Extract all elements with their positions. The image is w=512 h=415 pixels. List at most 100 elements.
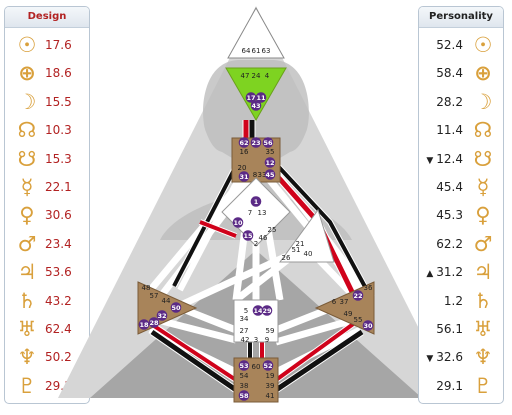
personality-row-north-node: ☊ 11.4: [419, 118, 503, 142]
design-row-moon: ☽ 15.5: [5, 90, 89, 114]
gate-label: 61: [252, 47, 261, 55]
down-arrow-icon: ▼: [426, 354, 434, 365]
gate-badge-label: 45: [265, 171, 275, 179]
personality-value: 56.1: [419, 321, 463, 337]
personality-value-text: 11.4: [436, 123, 463, 138]
design-value: 43.2: [45, 293, 72, 309]
gate-label: 21: [296, 240, 305, 248]
gate-label: 64: [242, 47, 251, 55]
gate-badge: [238, 390, 250, 401]
design-value: 22.1: [45, 179, 72, 195]
design-row-uranus: ♅62.4: [5, 317, 89, 341]
channel-18-58: [150, 329, 238, 393]
gate-badge-label: 1: [254, 198, 259, 206]
design-row-sun: ☉17.6: [5, 33, 89, 57]
personality-row-earth: ⊕58.4: [419, 61, 503, 85]
personality-value: 29.1: [419, 378, 463, 394]
personality-row-south-node: ☋▼12.4: [419, 147, 503, 171]
personality-value-text: 28.2: [436, 94, 463, 109]
moon-icon: ☽: [17, 89, 37, 114]
gate-badge: [250, 137, 262, 148]
design-value-text: 62.4: [45, 322, 72, 336]
personality-value: 11.4: [419, 122, 463, 138]
gate-badge: [238, 171, 250, 182]
gate-label: 6: [332, 298, 337, 306]
design-value: 53.6: [45, 264, 72, 280]
gate-badge-label: 29: [262, 307, 272, 315]
gate-label: 59: [266, 327, 275, 335]
gate-badge-label: 53: [239, 362, 248, 370]
gate-label: 46: [259, 234, 268, 242]
neptune-icon: ♆: [473, 345, 493, 370]
design-row-earth: ⊕18.6: [5, 61, 89, 85]
gate-label: 51: [292, 246, 301, 254]
saturn-icon: ♄: [17, 288, 37, 313]
personality-value: 45.3: [419, 207, 463, 223]
design-value-text: 22.1: [45, 180, 72, 194]
design-value-text: 15.3: [45, 151, 72, 166]
north-node-icon: ☊: [473, 118, 493, 143]
gate-badge-label: 56: [263, 139, 273, 147]
design-value: 30.6: [45, 207, 72, 223]
gate-badge-label: 31: [239, 173, 249, 181]
personality-row-jupiter: ♃▲31.2: [419, 260, 503, 284]
gate-label: 38: [240, 382, 249, 390]
personality-panel: Personality ☉52.4⊕58.4☽28.2☊11.4☋▼12.4☿4…: [418, 6, 504, 404]
design-row-north-node: ☊10.3: [5, 118, 89, 142]
personality-row-pluto: ♇ 29.1: [419, 374, 503, 398]
gate-label: 55: [354, 316, 363, 324]
gate-badge: [138, 319, 150, 330]
personality-row-mercury: ☿45.4: [419, 175, 503, 199]
personality-value-text: 1.2: [443, 293, 463, 308]
heart-center: [279, 208, 335, 263]
gate-label: 20: [238, 164, 247, 172]
north-node-icon: ☊: [17, 118, 37, 143]
gate-label: 3: [254, 336, 258, 344]
saturn-icon: ♄: [473, 288, 493, 313]
design-value: 62.4: [45, 321, 72, 337]
design-value: 50.2: [45, 349, 72, 365]
down-arrow-icon: ▼: [426, 155, 434, 166]
personality-value: 45.4: [419, 179, 463, 195]
earth-icon: ⊕: [18, 61, 36, 86]
personality-value-text: 45.4: [436, 180, 463, 194]
design-value-text: 53.6: [45, 265, 72, 280]
gate-badge: [264, 169, 276, 180]
south-node-icon: ☋: [17, 146, 37, 171]
pluto-icon: ♇: [473, 373, 493, 398]
personality-value-text: 31.2: [436, 265, 463, 280]
gate-label: 48: [142, 284, 151, 292]
gate-label: 2: [254, 240, 258, 248]
design-row-saturn: ♄ 43.2: [5, 289, 89, 313]
channel-28-38: [146, 320, 238, 382]
personality-value-text: 29.1: [436, 378, 463, 393]
gate-badge: [238, 137, 250, 148]
personality-value: ▼12.4: [419, 151, 463, 169]
gate-label: 37: [340, 298, 349, 306]
personality-value-text: 62.2: [436, 236, 463, 251]
g-center: [221, 177, 291, 247]
gate-badge: [250, 100, 262, 111]
gate-label: 33: [258, 171, 267, 179]
undefined-channel-7: [275, 315, 361, 345]
gate-badge: [261, 305, 273, 316]
gate-badge: [238, 360, 250, 371]
design-value-text: 50.2: [45, 350, 72, 365]
personality-row-mars: ♂62.2: [419, 232, 503, 256]
gate-badge: [148, 317, 160, 328]
gate-badge-label: 23: [251, 139, 260, 147]
gate-badge: [232, 217, 244, 228]
design-panel: Design ☉17.6⊕18.6☽15.5☊10.3☋15.3☿22.1♀30…: [4, 6, 90, 404]
design-value-text: 17.6: [45, 38, 72, 52]
gate-label: 4: [265, 72, 270, 80]
gate-label: 54: [240, 372, 249, 380]
gate-badge-label: 10: [233, 219, 243, 227]
personality-value-text: 56.1: [436, 322, 463, 336]
gate-label: 39: [266, 382, 275, 390]
personality-row-sun: ☉52.4: [419, 33, 503, 57]
design-value: 15.5: [45, 94, 72, 110]
personality-value: 1.2: [419, 293, 463, 309]
gate-badge-label: 22: [353, 292, 362, 300]
jupiter-icon: ♃: [17, 260, 37, 285]
gate-label: 9: [265, 336, 269, 344]
